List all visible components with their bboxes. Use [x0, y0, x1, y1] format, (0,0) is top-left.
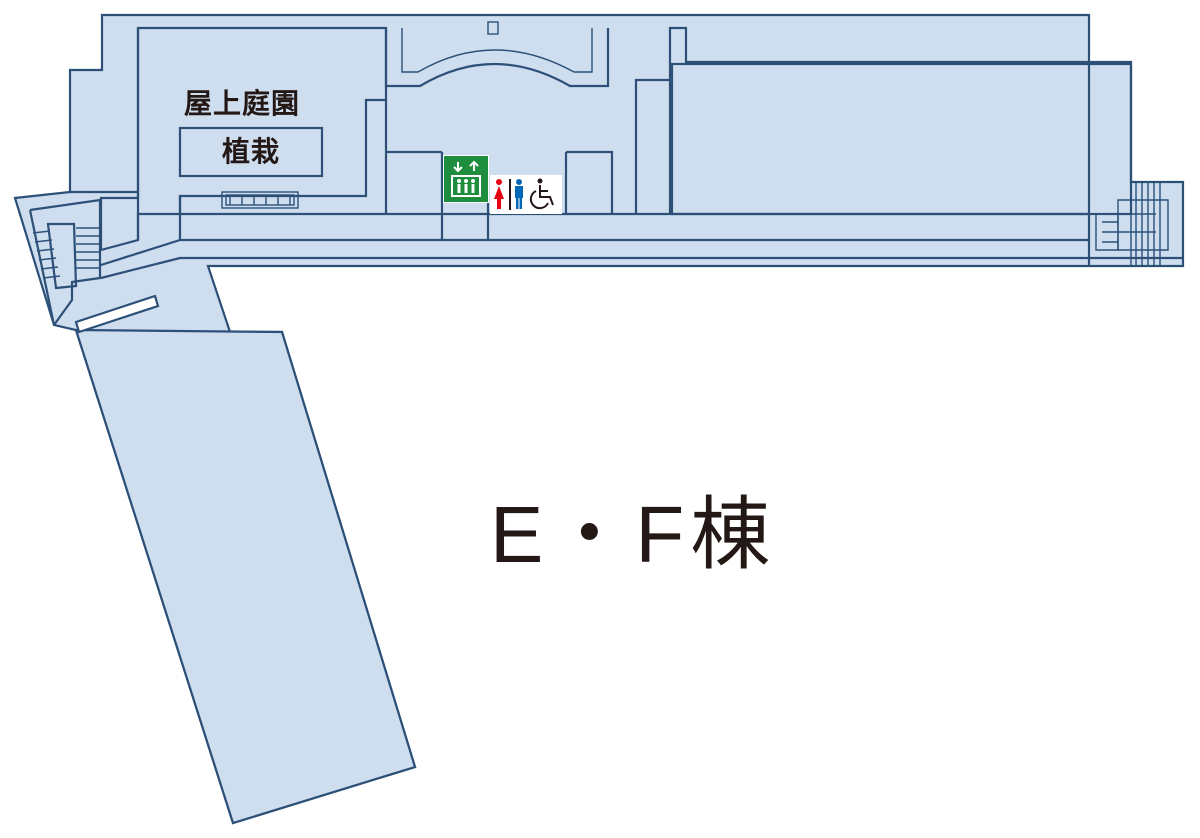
restroom-sign: [490, 175, 562, 214]
left-stair-treads: [32, 227, 100, 279]
central-rooms: [384, 100, 614, 240]
bench: [221, 191, 299, 209]
south-wing: [74, 328, 417, 825]
right-stairwell: [1087, 62, 1184, 267]
building-name: E・F棟: [490, 490, 777, 579]
planting-bed: [178, 126, 324, 178]
female-restroom-icon: [494, 179, 504, 209]
wheelchair-accessible-icon: [529, 178, 554, 210]
rooftop-garden-label: 屋上庭園: [184, 88, 301, 119]
planting-label: 植栽: [221, 136, 280, 167]
elevator-icon: [443, 155, 489, 203]
entrance-arch: [384, 28, 610, 88]
large-hall: [670, 62, 1133, 216]
male-restroom-icon: [515, 179, 523, 209]
left-stairwell: [28, 198, 102, 326]
left-ramp: [74, 294, 160, 334]
column: [487, 21, 499, 35]
